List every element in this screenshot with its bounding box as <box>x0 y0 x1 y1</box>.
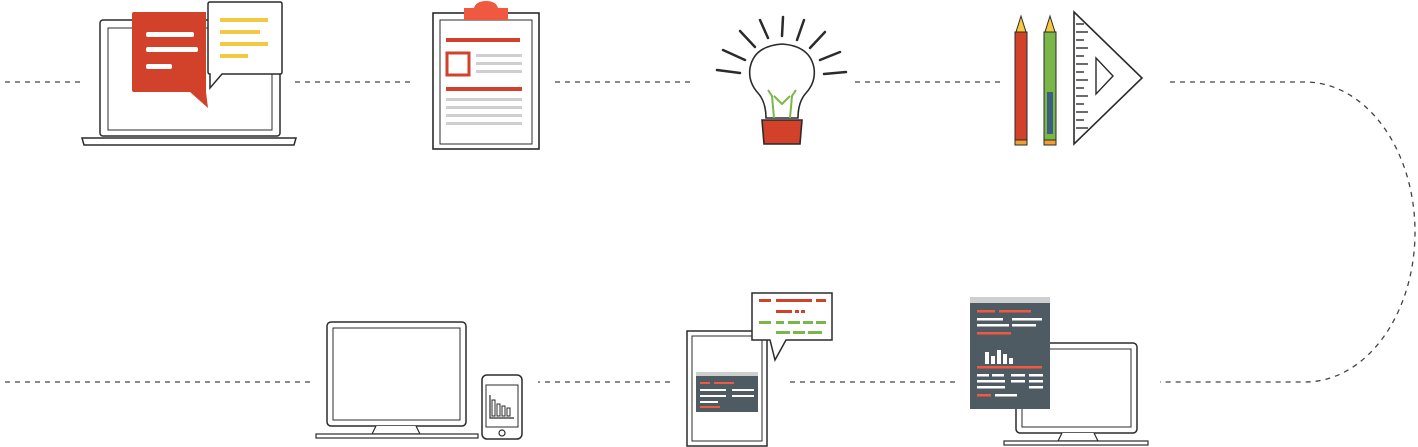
laptop-chat-icon <box>81 1 297 146</box>
pencils-ruler-icon <box>1014 10 1144 146</box>
monitor-phone-icon <box>315 321 523 440</box>
lightbulb-icon <box>715 15 848 145</box>
tablet-feedback-icon <box>686 292 833 447</box>
connectors <box>0 81 1416 383</box>
document-monitor-icon <box>970 297 1149 446</box>
clipboard-icon <box>432 1 540 150</box>
connector-curve <box>1160 81 1416 383</box>
